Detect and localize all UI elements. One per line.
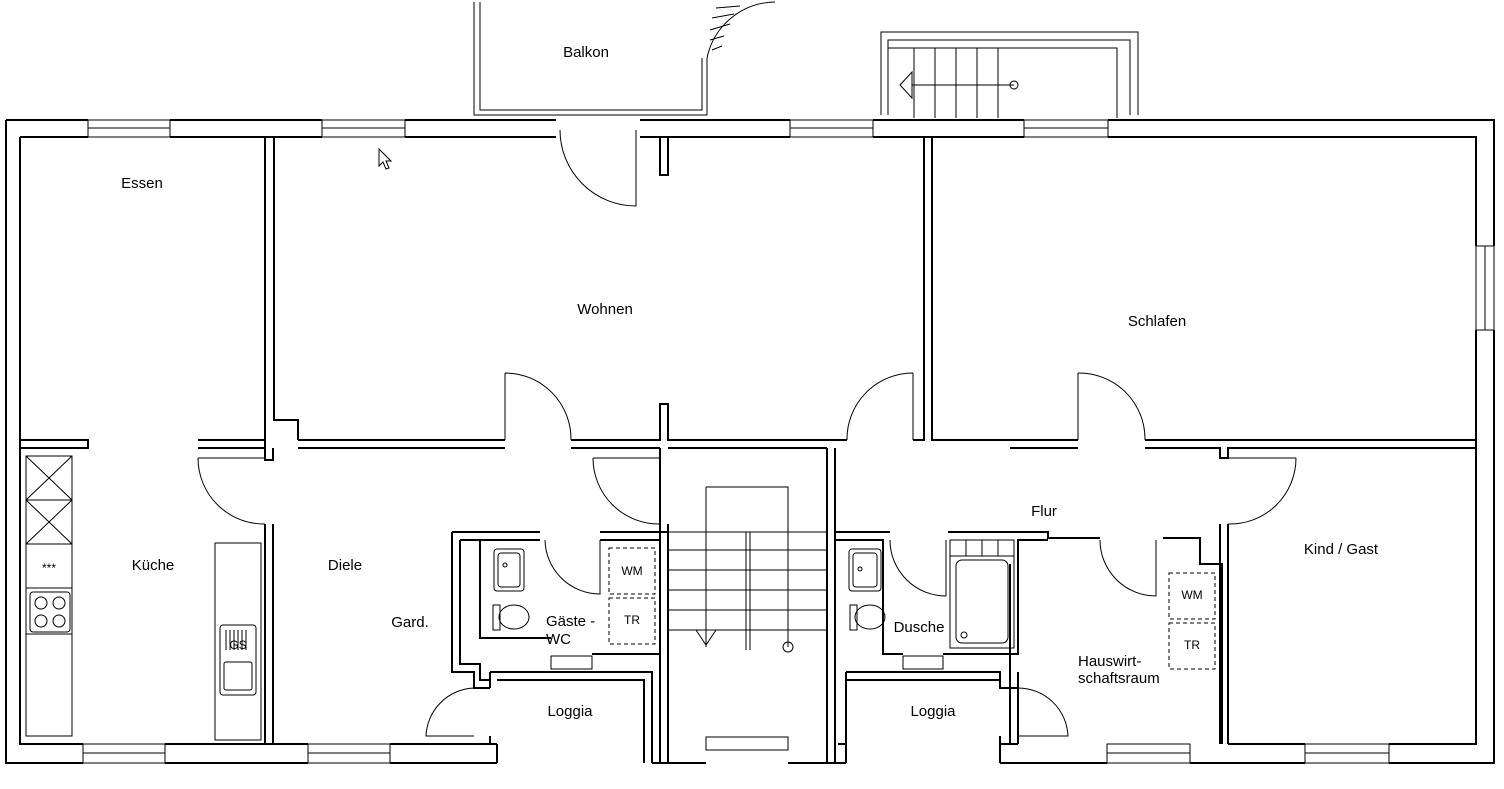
windows [82, 119, 1495, 764]
room-label-dusche: Dusche [894, 619, 945, 636]
room-label-balkon: Balkon [563, 44, 609, 61]
balcony [473, 1, 776, 116]
exterior-walls [5, 119, 1495, 764]
room-labels: Balkon Essen Wohnen Schlafen Küche Diele… [121, 44, 1379, 720]
room-label-loggia-right: Loggia [910, 703, 956, 720]
room-label-gard: Gard. [391, 614, 429, 631]
room-label-kind-gast: Kind / Gast [1304, 541, 1379, 558]
stove-label: *** [42, 561, 56, 575]
washing-machine-label-right: WM [1181, 588, 1202, 602]
kitchen-fixtures [25, 455, 262, 741]
room-label-wohnen: Wohnen [577, 301, 633, 318]
door-swings [197, 129, 1297, 737]
room-label-gaeste-wc-1: Gäste - [546, 613, 595, 630]
room-label-schlafen: Schlafen [1128, 313, 1186, 330]
room-label-hauswirtschaft-1: Hauswirt- [1078, 653, 1141, 670]
washing-machine-label-left: WM [621, 564, 642, 578]
room-label-diele: Diele [328, 557, 362, 574]
room-label-essen: Essen [121, 175, 163, 192]
room-label-gaeste-wc-2: WC [546, 631, 571, 648]
room-label-kueche: Küche [132, 557, 175, 574]
room-label-flur: Flur [1031, 503, 1057, 520]
dryer-label-right: TR [1184, 638, 1200, 652]
external-stairs [880, 31, 1139, 118]
bathroom-fixtures [492, 539, 1216, 670]
mouse-cursor-icon [378, 147, 393, 170]
room-label-hauswirtschaft-2: schaftsraum [1078, 670, 1160, 687]
interior-walls [20, 137, 1476, 763]
dishwasher-label: GS [229, 638, 246, 652]
internal-staircase [668, 486, 827, 653]
room-label-loggia-left: Loggia [547, 703, 593, 720]
dryer-label-left: TR [624, 613, 640, 627]
fixture-labels: WM TR WM TR GS *** [42, 561, 1203, 652]
